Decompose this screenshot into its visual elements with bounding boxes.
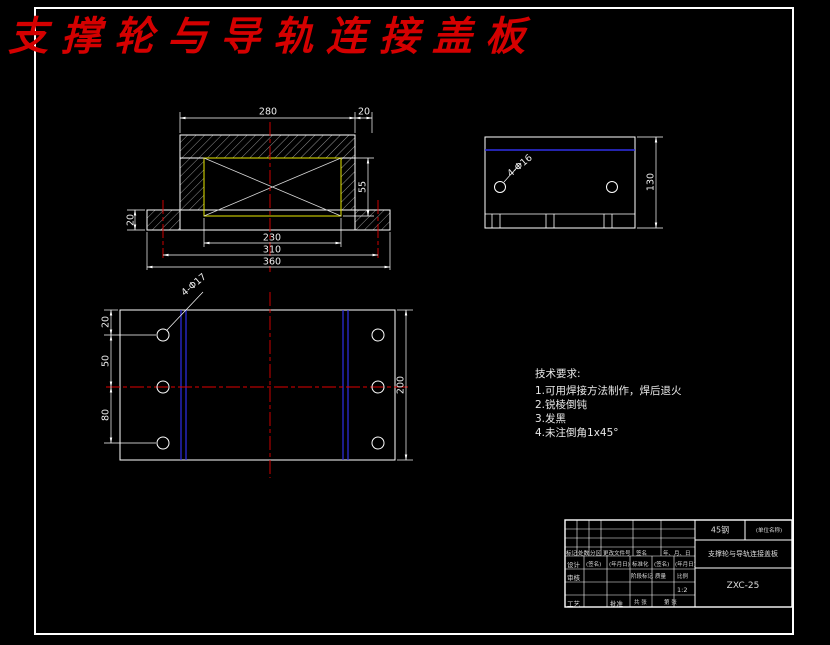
label-stage-mark: 阶段标记 — [631, 574, 654, 580]
tech-requirement-item: 1.可用焊接方法制作，焊后退火 — [535, 385, 682, 397]
label-sign-placeholder: (签名) — [586, 562, 602, 568]
cavity-rect — [203, 157, 342, 217]
drawing-border — [34, 7, 794, 635]
label-date: 年、月、日 — [663, 551, 691, 557]
hatch-block-left — [179, 157, 205, 211]
dim-label-row-20: 20 — [100, 315, 112, 329]
hatch-plate-right — [354, 209, 391, 231]
hatch-block-right — [340, 157, 356, 211]
plan-view — [104, 291, 413, 478]
label-change-file: 更改文件号 — [603, 551, 631, 557]
title-block-outline — [564, 519, 793, 608]
dim-label-20-left: 20 — [125, 213, 137, 227]
tech-requirement-item: 3.发黑 — [535, 413, 567, 425]
cavity-diagonal — [203, 157, 342, 217]
label-scale: 比例 — [677, 574, 689, 580]
drawing-title: 支撑轮与导轨连接盖板 — [8, 13, 538, 60]
dim-label-130: 130 — [645, 172, 657, 192]
label-sign: 签名 — [636, 551, 648, 557]
dim-label-310: 310 — [262, 244, 282, 256]
leader-line — [503, 162, 522, 183]
hole-circle — [371, 380, 385, 394]
label-review: 审核 — [567, 574, 580, 582]
hole-circle — [156, 436, 170, 450]
hole-circle — [156, 328, 170, 342]
label-sheet-no: 第 张 — [664, 600, 677, 606]
label-date-placeholder: (年月日) — [675, 562, 696, 568]
block-outline — [179, 134, 356, 211]
front-view — [127, 112, 391, 272]
label-total-sheets: 共 张 — [634, 600, 647, 606]
dim-label-280: 280 — [258, 106, 278, 118]
drawing-number-cell: ZXC-25 — [726, 581, 760, 591]
label-weight: 质量 — [655, 574, 667, 580]
scale-value: 1:2 — [677, 586, 688, 594]
tech-requirement-item: 4.未注倒角1x45° — [535, 427, 619, 439]
dim-label-55: 55 — [357, 180, 369, 194]
hole-circle — [156, 380, 170, 394]
label-zone: 分区 — [590, 551, 602, 557]
hatch-plate-left — [146, 209, 181, 231]
part-name-cell: 支撑轮与导轨连接盖板 — [708, 550, 778, 558]
label-sign-placeholder: (签名) — [654, 562, 670, 568]
base-plate-outline — [146, 209, 391, 231]
title-block-grid — [564, 519, 793, 608]
label-approve: 批准 — [610, 600, 623, 608]
dim-label-row-80: 80 — [100, 408, 112, 422]
side-outline — [484, 136, 636, 229]
dim-label-20-top: 20 — [357, 106, 371, 118]
leader-line — [166, 291, 204, 331]
tech-requirements-heading: 技术要求: — [535, 368, 581, 380]
hole-circle — [371, 328, 385, 342]
side-view — [484, 136, 663, 229]
hole-circle — [606, 181, 618, 193]
label-count: 处数 — [578, 551, 590, 557]
dim-label-230: 230 — [262, 232, 282, 244]
dim-label-360: 360 — [262, 256, 282, 268]
hole-circle — [494, 181, 506, 193]
hatch-block-top — [179, 134, 356, 159]
plan-outline — [119, 309, 396, 461]
dim-label-row-50: 50 — [100, 354, 112, 368]
dim-label-200: 200 — [395, 375, 407, 395]
label-date-placeholder: (年月日) — [609, 562, 630, 568]
label-standardize: 标准化 — [632, 562, 649, 568]
tech-requirement-item: 2.锐棱倒钝 — [535, 399, 588, 411]
material-cell: 45钢 — [710, 525, 730, 535]
label-process: 工艺 — [567, 600, 580, 608]
label-design: 设计 — [567, 561, 580, 569]
company-cell: (单位名称) — [755, 528, 783, 534]
label-mark: 标记 — [566, 551, 578, 557]
hole-circle — [371, 436, 385, 450]
